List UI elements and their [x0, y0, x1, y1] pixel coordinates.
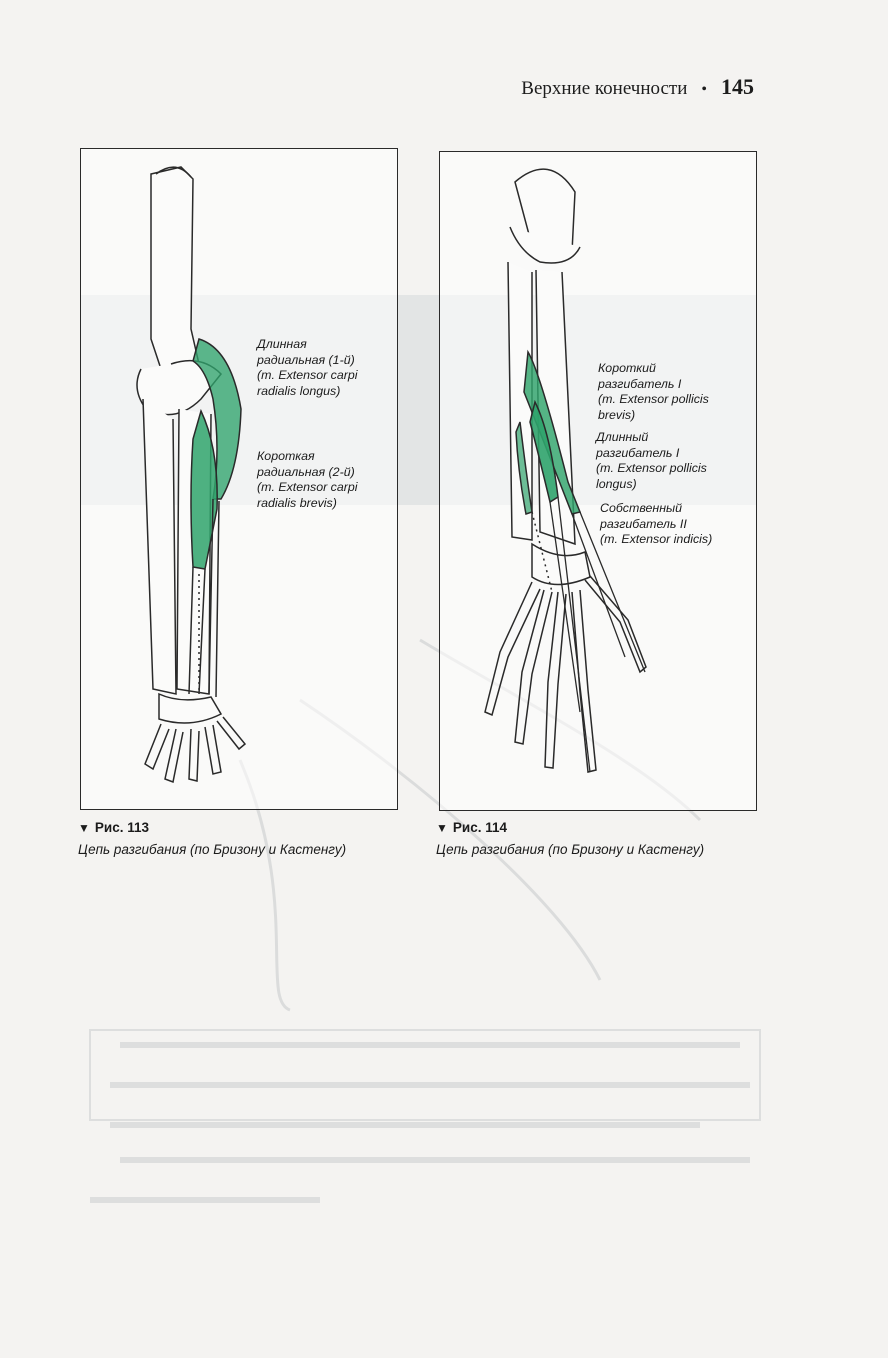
label-ecrb-line2: радиальная (2-й) — [257, 464, 355, 479]
figure-113-caption-text: Цепь разгибания (по Бризону и Кастенгу) — [78, 842, 347, 857]
down-triangle-icon: ▼ — [78, 820, 90, 835]
running-header: Верхние конечности • 145 — [521, 74, 754, 100]
page-number: 145 — [721, 74, 754, 99]
figure-114-number: ▼ Рис. 114 — [436, 820, 704, 835]
header-separator: • — [701, 81, 707, 98]
label-ecrl-line3: (m. Extensor carpi — [257, 368, 358, 382]
label-epl: Длинный разгибатель I (m. Extensor polli… — [596, 430, 707, 492]
label-ecrb-line3: (m. Extensor carpi — [257, 480, 358, 494]
thumb-index-extensors-illustration — [484, 168, 647, 773]
label-epl-line3: (m. Extensor pollicis — [596, 461, 707, 475]
forearm-extensors-illustration — [136, 166, 247, 784]
label-ecrb-line1: Короткая — [257, 449, 315, 463]
label-epl-line2: разгибатель I — [596, 445, 680, 460]
figure-114-caption: ▼ Рис. 114 Цепь разгибания (по Бризону и… — [436, 820, 704, 857]
label-epb-line4: brevis) — [598, 407, 636, 422]
label-ecrl-line4: radialis longus) — [257, 383, 341, 398]
figure-113-frame: Длинная радиальная (1-й) (m. Extensor ca… — [80, 148, 398, 810]
label-eip: Собственный разгибатель II (m. Extensor … — [600, 501, 712, 548]
label-eip-line1: Собственный — [600, 501, 683, 515]
label-ecrl-line1: Длинная — [257, 337, 307, 351]
label-epb-line3: (m. Extensor pollicis — [598, 392, 709, 406]
label-ecrb-line4: radialis brevis) — [257, 495, 337, 510]
label-epl-line1: Длинный — [596, 430, 649, 444]
label-eip-line2: разгибатель II — [600, 516, 687, 531]
header-title: Верхние конечности — [521, 78, 688, 99]
figure-113-caption: ▼ Рис. 113 Цепь разгибания (по Бризону и… — [78, 820, 346, 857]
figure-114-frame: Короткий разгибатель I (m. Extensor poll… — [439, 151, 757, 811]
down-triangle-icon: ▼ — [436, 820, 448, 835]
figure-113-number: ▼ Рис. 113 — [78, 820, 346, 835]
figure-114-caption-text: Цепь разгибания (по Бризону и Кастенгу) — [436, 842, 705, 857]
label-epb-line1: Короткий — [598, 361, 656, 375]
label-ecrb: Короткая радиальная (2-й) (m. Extensor c… — [257, 449, 358, 511]
label-epl-line4: longus) — [596, 476, 637, 491]
figure-113-number-text: Рис. 113 — [94, 820, 149, 835]
label-epb: Короткий разгибатель I (m. Extensor poll… — [598, 361, 709, 423]
label-eip-line3: (m. Extensor indicis) — [600, 532, 713, 546]
label-epb-line2: разгибатель I — [598, 376, 682, 391]
label-ecrl-line2: радиальная (1-й) — [257, 352, 355, 367]
label-ecrl: Длинная радиальная (1-й) (m. Extensor ca… — [257, 337, 358, 399]
figure-114-number-text: Рис. 114 — [452, 820, 507, 835]
